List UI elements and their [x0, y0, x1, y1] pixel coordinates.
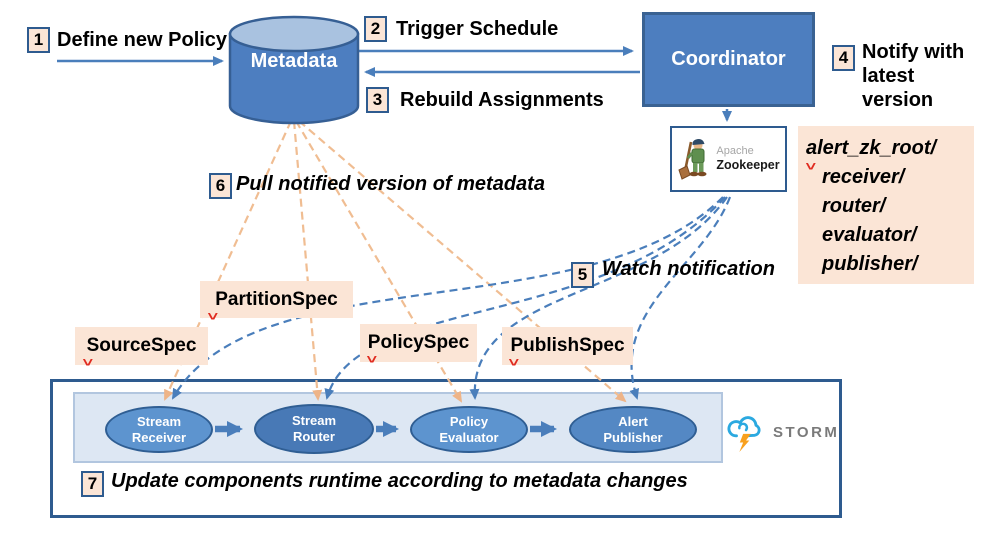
stream-router-node: Stream Router: [254, 404, 374, 454]
step-5-number: 5: [571, 262, 594, 288]
zk-root-path: alert_zk_root/: [806, 137, 937, 159]
component-label: Alert: [618, 413, 648, 429]
zk-child-path: evaluator/: [822, 224, 917, 246]
step-5-label: Watch notification: [602, 258, 775, 280]
alert-publisher-node: Alert Publisher: [569, 406, 697, 453]
storm-cloud-icon: [727, 416, 761, 452]
policy-evaluator-node: Policy Evaluator: [410, 406, 528, 453]
spellcheck-mark: ˅: [207, 309, 219, 324]
storm-logo: STORM: [727, 411, 839, 453]
component-label: Evaluator: [439, 429, 499, 445]
zookeeper-logo-icon: [678, 139, 707, 180]
step-1-label: Define new Policy: [57, 29, 228, 51]
coordinator-node: Coordinator: [642, 12, 815, 107]
spellcheck-mark: ˅: [805, 159, 817, 174]
step-6-number: 6: [209, 173, 232, 199]
zookeeper-brand-label: Apache: [716, 145, 754, 158]
step-7-number: 7: [81, 471, 104, 497]
partition-spec-label: PartitionSpec: [200, 281, 353, 318]
zookeeper-name-label: Zookeeper: [716, 158, 780, 173]
zk-child-path: router/: [822, 195, 886, 217]
spellcheck-mark: ˅: [508, 355, 520, 370]
component-label: Receiver: [131, 429, 187, 445]
step-7-label: Update components runtime according to m…: [111, 470, 688, 492]
metadata-node: Metadata: [250, 50, 338, 72]
component-label: Policy: [449, 413, 489, 429]
step-4-label: Notify with latest version: [862, 41, 965, 111]
step-2-label: Trigger Schedule: [396, 18, 559, 40]
step-4-number: 4: [832, 45, 855, 71]
policy-spec-label: PolicySpec: [360, 324, 477, 362]
step-6-label: Pull notified version of metadata: [236, 173, 545, 195]
stream-receiver-node: Stream Receiver: [105, 406, 213, 453]
zookeeper-paths-panel: alert_zk_root/ receiver/ router/ evaluat…: [798, 126, 974, 284]
zk-child-path: receiver/: [822, 166, 905, 188]
zookeeper-node: Apache Zookeeper: [670, 126, 787, 192]
step-1-number: 1: [27, 27, 50, 53]
component-label: Stream: [291, 413, 337, 429]
step-3-number: 3: [366, 87, 389, 113]
source-spec-label: SourceSpec: [75, 327, 208, 365]
zk-child-path: publisher/: [822, 253, 918, 275]
component-label: Stream: [136, 413, 182, 429]
metadata-cylinder: [228, 15, 360, 125]
step-2-number: 2: [364, 16, 387, 42]
step-3-label: Rebuild Assignments: [400, 89, 604, 111]
storm-logo-text: STORM: [773, 423, 840, 441]
publish-spec-label: PublishSpec: [502, 327, 633, 365]
spellcheck-mark: ˅: [366, 352, 378, 367]
component-label: Publisher: [603, 429, 663, 445]
spellcheck-mark: ˅: [82, 355, 94, 370]
component-label: Router: [293, 429, 335, 444]
